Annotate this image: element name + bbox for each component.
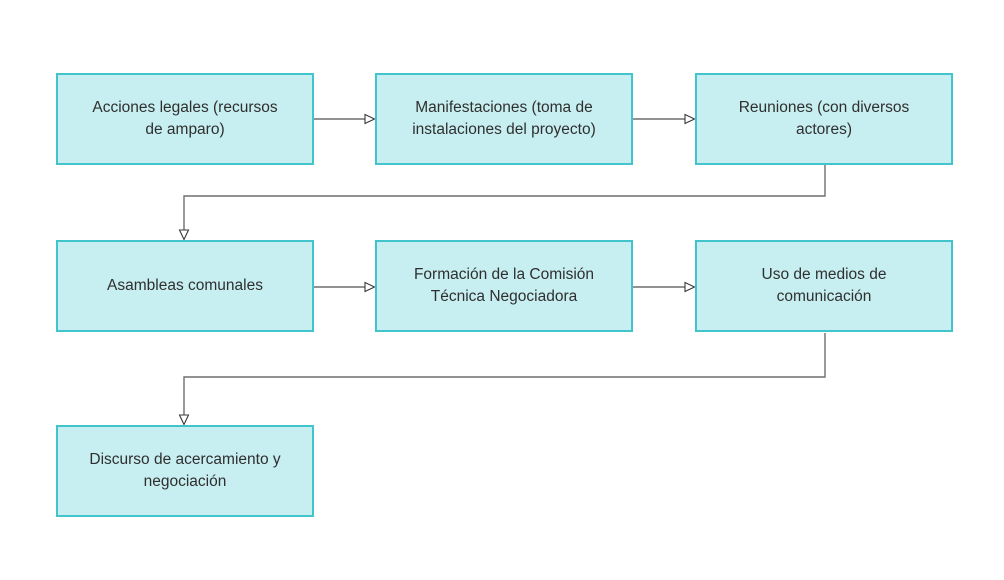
edge-uso-medios-to-discurso [184, 333, 826, 424]
node-asambleas-comunales: Asambleas comunales [56, 240, 314, 332]
node-reuniones: Reuniones (con diversos actores) [695, 73, 953, 165]
node-discurso: Discurso de acercamiento y negociación [56, 425, 314, 517]
node-acciones-legales: Acciones legales (recursos de amparo) [56, 73, 314, 165]
edge-reuniones-to-asambleas [184, 165, 826, 239]
node-formacion-comision: Formación de la Comisión Técnica Negocia… [375, 240, 633, 332]
node-manifestaciones: Manifestaciones (toma de instalaciones d… [375, 73, 633, 165]
node-uso-medios: Uso de medios de comunicación [695, 240, 953, 332]
